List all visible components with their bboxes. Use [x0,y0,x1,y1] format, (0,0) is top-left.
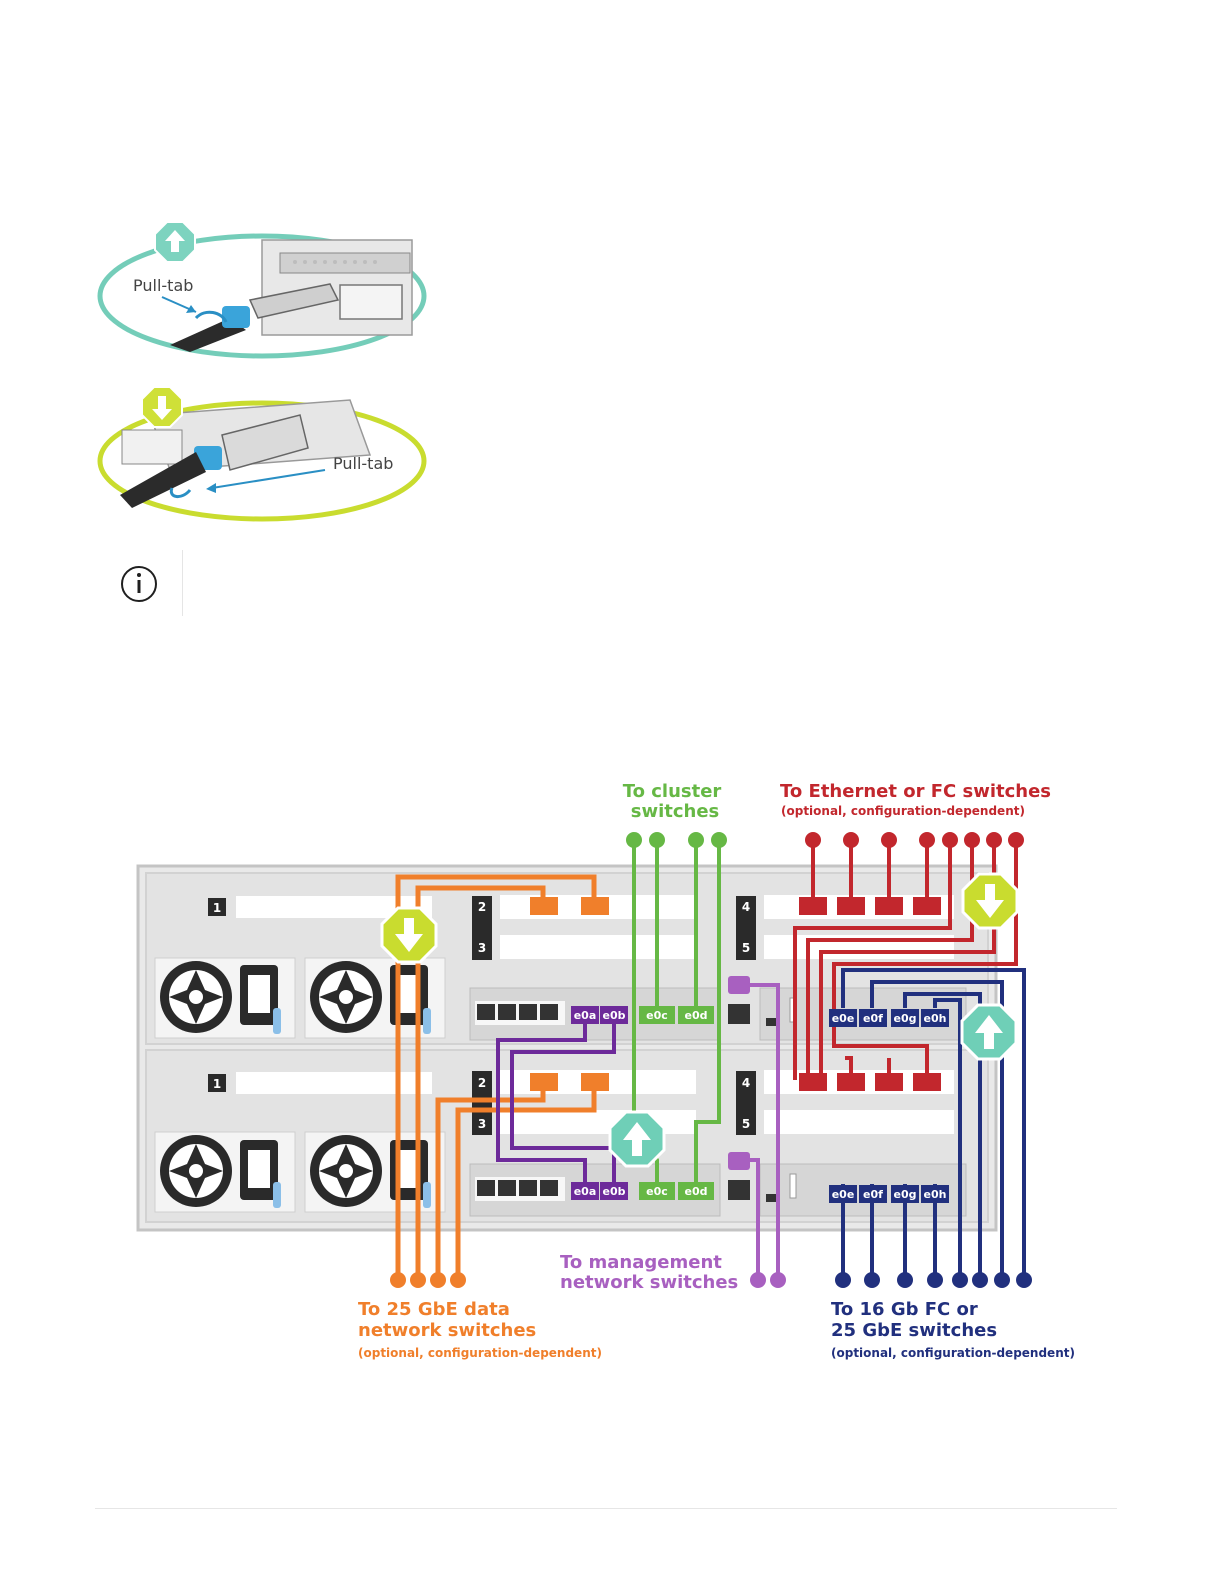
data-label-sub: (optional, configuration-dependent) [358,1346,602,1360]
psu-b1 [154,1131,296,1213]
slot-2-label: 2 [478,900,486,914]
orange-data-cables [395,874,597,1278]
port-e0d-a: e0d [685,1009,708,1022]
slot-4-label: 4 [742,900,750,914]
fc-label-1: To 16 Gb FC or [831,1299,978,1320]
cluster-label-2: switches [631,801,720,822]
port-e0h-b: e0h [924,1188,947,1201]
mgmt-label-2: network switches [560,1272,738,1293]
psu-a1 [154,957,296,1039]
port-e0h-a: e0h [924,1012,947,1025]
navy-fc-cables [841,968,1026,1278]
pull-tab-label-2: Pull-tab [333,454,393,473]
port-e0g-a: e0g [894,1012,917,1025]
remove-arrow-icon-right [961,872,1019,930]
sfp-pull-tab-illustration: Pull-tab Pull-tab [97,221,427,602]
psu-b2 [304,1131,446,1213]
port-e0f-b: e0f [863,1188,883,1201]
port-e0f-a: e0f [863,1012,883,1025]
slot-1-label: 1 [213,901,221,915]
port-e0e-a: e0e [832,1012,855,1025]
footer-divider [95,1508,1117,1509]
info-icon [121,566,157,602]
port-e0d-b: e0d [685,1185,708,1198]
cluster-label-1: To cluster [623,781,722,802]
insert-arrow-icon-right [960,1003,1018,1061]
port-e0c-a: e0c [646,1009,668,1022]
insert-arrow-icon-center [608,1110,666,1168]
insert-cable-illustration: Pull-tab [97,221,427,359]
green-cluster-cables [632,840,721,1184]
port-e0a-a: e0a [574,1009,597,1022]
slot-5-label: 5 [742,941,750,955]
data-label-2: network switches [358,1320,536,1341]
port-e0c-b: e0c [646,1185,668,1198]
port-e0a-b: e0a [574,1185,597,1198]
cabling-diagram: 1 2 3 4 5 1 [136,781,1075,1360]
remove-arrow-icon-left [380,906,438,964]
slot-3-label: 3 [478,941,486,955]
insert-arrow-icon [154,221,196,263]
port-e0b-a: e0b [603,1009,626,1022]
data-label-1: To 25 GbE data [358,1299,510,1320]
ethernet-fc-sub: (optional, configuration-dependent) [781,804,1025,818]
slot-1-label-b: 1 [213,1077,221,1091]
slot-4-label-b: 4 [742,1076,750,1090]
pull-tab-label-1: Pull-tab [133,276,193,295]
slot-3-label-b: 3 [478,1117,486,1131]
ethernet-fc-title: To Ethernet or FC switches [780,781,1051,802]
psu-a2 [304,957,446,1039]
mgmt-label-1: To management [560,1252,722,1273]
remove-cable-illustration: Pull-tab [97,386,427,522]
port-e0g-b: e0g [894,1188,917,1201]
slot-2-label-b: 2 [478,1076,486,1090]
port-e0b-b: e0b [603,1185,626,1198]
note-divider [182,550,183,616]
port-e0e-b: e0e [832,1188,855,1201]
fc-label-sub: (optional, configuration-dependent) [831,1346,1075,1360]
slot-5-label-b: 5 [742,1117,750,1131]
remove-arrow-icon [141,386,183,428]
fc-label-2: 25 GbE switches [831,1320,997,1341]
